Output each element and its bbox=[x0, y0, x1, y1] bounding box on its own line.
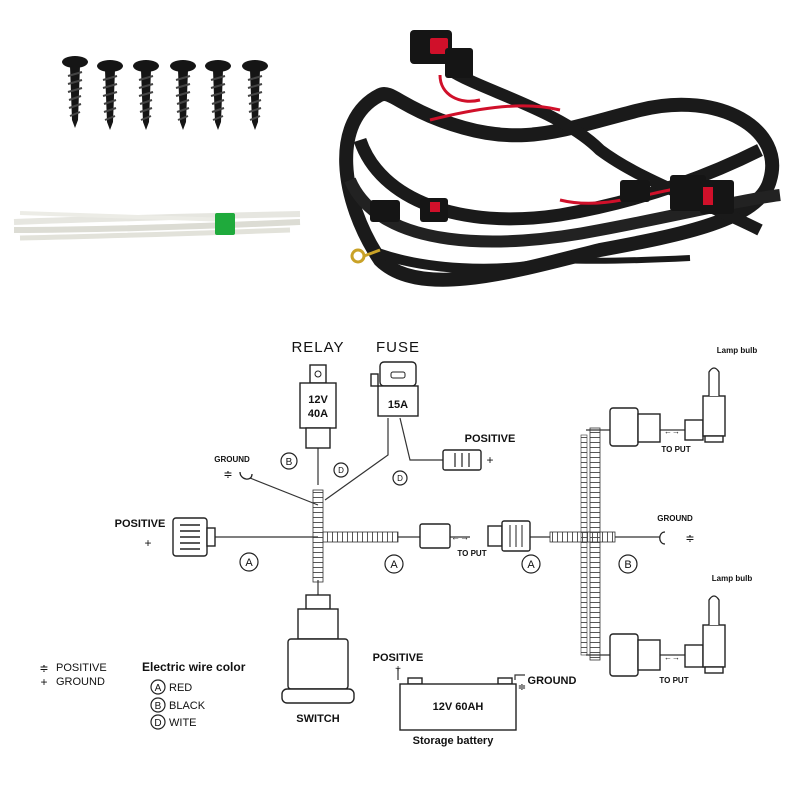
legend-color-title: Electric wire color bbox=[142, 660, 246, 674]
ring-terminal bbox=[350, 248, 366, 264]
positive-plus-icon: + bbox=[395, 664, 401, 675]
lamp-bulb bbox=[702, 395, 726, 437]
wire-looms bbox=[312, 427, 616, 661]
wiring-harness-photo bbox=[339, 30, 781, 287]
relay-amps: 40A bbox=[308, 408, 328, 420]
switch-body bbox=[287, 638, 349, 690]
screws-photo bbox=[62, 56, 268, 130]
battery-ground-label: GROUND bbox=[528, 675, 577, 687]
screw bbox=[170, 60, 196, 130]
screw bbox=[133, 60, 159, 130]
switch-label: SWITCH bbox=[296, 713, 339, 725]
relay-body bbox=[299, 382, 337, 429]
white-wire-markers: D D bbox=[333, 462, 408, 486]
bottom-to-put-label: TO PUT bbox=[659, 676, 688, 685]
fuse-positive-connector: POSITIVE + bbox=[442, 433, 516, 471]
green-tie-tag bbox=[215, 213, 235, 235]
svg-text:A: A bbox=[390, 559, 398, 571]
legend: ≑ POSITIVE + GROUND Electric wire color … bbox=[39, 660, 246, 730]
battery-positive-label: POSITIVE bbox=[373, 652, 424, 664]
lamp-bulb bbox=[702, 624, 726, 668]
top-lamp: Lamp bulb ←→ TO PUT bbox=[609, 346, 758, 454]
relay-box bbox=[370, 200, 400, 222]
bottom-lamp-label: Lamp bulb bbox=[712, 574, 753, 583]
relay-voltage: 12V bbox=[308, 394, 328, 406]
top-to-put-label: TO PUT bbox=[661, 445, 690, 454]
lamp-socket bbox=[609, 407, 639, 447]
legend-color-text: BLACK bbox=[169, 700, 206, 712]
fuse-rating: 15A bbox=[388, 399, 408, 411]
left-ground-connector: GROUND ≑ B bbox=[214, 452, 298, 481]
bottom-lamp: Lamp bulb ←→ TO PUT bbox=[609, 574, 753, 685]
svg-text:←→: ←→ bbox=[664, 653, 680, 662]
svg-text:D: D bbox=[154, 718, 161, 729]
main-loom-horizontal bbox=[322, 531, 399, 543]
battery-body bbox=[399, 683, 517, 731]
ground-symbol-icon: ≑ bbox=[685, 533, 694, 545]
battery-rating: 12V 60AH bbox=[433, 701, 484, 713]
legend-color-text: WITE bbox=[169, 717, 197, 729]
connector-plug bbox=[670, 175, 706, 211]
legend-color-text: RED bbox=[169, 682, 192, 694]
middle-connectors: A ←→ TO PUT A bbox=[384, 520, 541, 574]
left-ground-label: GROUND bbox=[214, 455, 250, 464]
positive-plus-icon: + bbox=[144, 536, 151, 550]
fuse-title: FUSE bbox=[376, 339, 420, 356]
screw bbox=[242, 60, 268, 130]
svg-text:B: B bbox=[624, 559, 631, 571]
legend-symbol-text: POSITIVE bbox=[56, 662, 107, 674]
to-put-label: TO PUT bbox=[457, 549, 486, 558]
fuse-body bbox=[377, 385, 419, 417]
svg-text:B: B bbox=[286, 457, 293, 468]
right-loom-vertical bbox=[589, 427, 601, 661]
screw bbox=[62, 56, 88, 128]
ground-symbol-icon: ≑ bbox=[518, 682, 526, 693]
lamp-socket bbox=[609, 633, 639, 677]
positive-plus-icon: + bbox=[486, 453, 493, 467]
storage-battery-label: Storage battery bbox=[413, 735, 495, 747]
relay-title: RELAY bbox=[291, 339, 344, 356]
relay: RELAY 12V 40A bbox=[291, 339, 344, 449]
screw bbox=[97, 60, 123, 130]
svg-text:←→: ←→ bbox=[664, 427, 680, 436]
svg-text:B: B bbox=[155, 701, 162, 712]
switch: SWITCH bbox=[281, 594, 355, 725]
svg-text:←→: ←→ bbox=[451, 532, 469, 542]
ground-terminal-icon bbox=[239, 471, 253, 480]
svg-text:D: D bbox=[338, 466, 344, 475]
left-positive-connector: POSITIVE + A bbox=[115, 517, 259, 572]
ground-symbol-icon: ≑ bbox=[223, 469, 232, 481]
svg-text:A: A bbox=[527, 559, 535, 571]
relay-loom-vertical bbox=[312, 489, 324, 583]
svg-text:D: D bbox=[397, 474, 403, 483]
cable-ties-photo bbox=[13, 211, 301, 241]
storage-battery: POSITIVE + 12V 60AH ≑ GROUND Storage bat… bbox=[373, 652, 577, 747]
right-ground-label: GROUND bbox=[657, 514, 693, 523]
right-ground-connector: GROUND ≑ B bbox=[618, 514, 695, 574]
fuse: FUSE 15A bbox=[370, 339, 420, 417]
screw bbox=[205, 60, 231, 130]
top-lamp-label: Lamp bulb bbox=[717, 346, 758, 355]
female-connector bbox=[419, 523, 451, 549]
ground-terminal-icon bbox=[659, 531, 666, 545]
legend-symbol: + bbox=[40, 675, 47, 689]
left-positive-label: POSITIVE bbox=[115, 518, 166, 530]
svg-text:A: A bbox=[155, 683, 162, 694]
legend-symbol: ≑ bbox=[39, 663, 48, 675]
wire-letter-red: A bbox=[245, 557, 253, 569]
legend-symbol-text: GROUND bbox=[56, 676, 105, 688]
fuse-positive-label: POSITIVE bbox=[465, 433, 516, 445]
